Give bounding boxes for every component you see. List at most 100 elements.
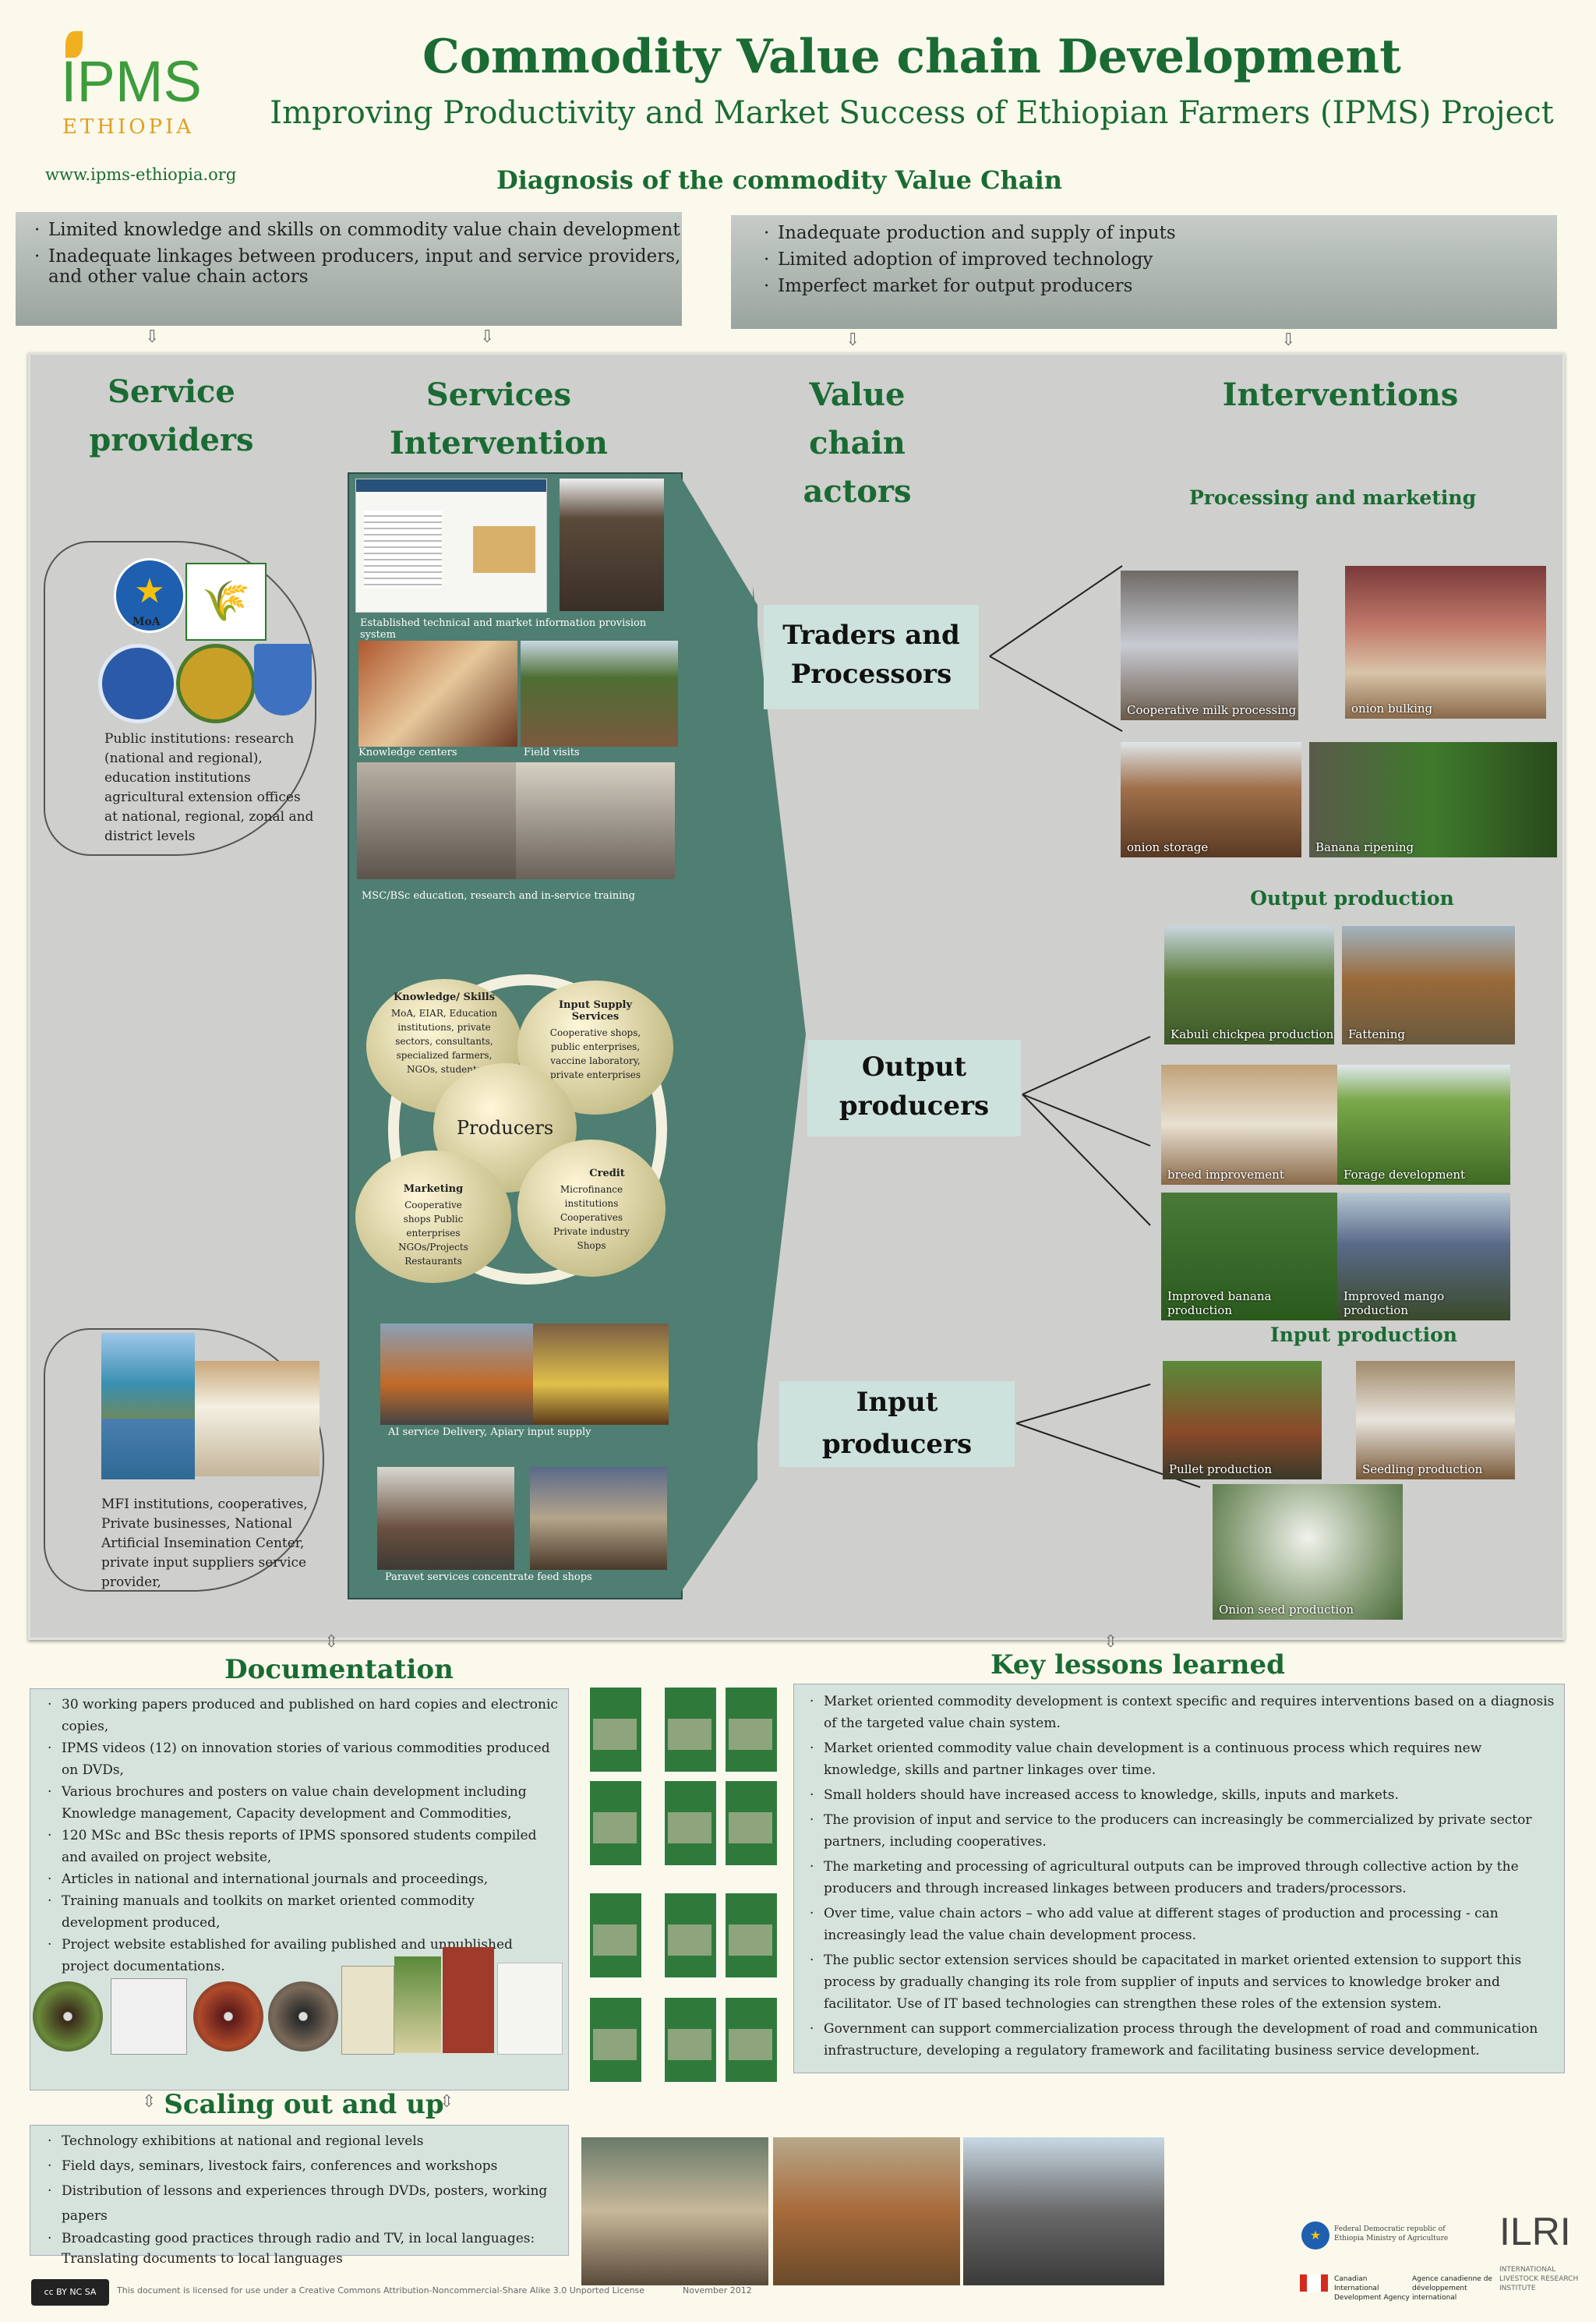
photo-website xyxy=(355,479,547,613)
university-logo xyxy=(176,644,256,723)
list-item: The provision of input and service to th… xyxy=(810,1809,1556,1853)
website-link[interactable]: www.ipms-ethiopia.org xyxy=(45,165,237,184)
caption-info-system: Established technical and market informa… xyxy=(360,617,647,641)
cida-fr-text: Agence canadienne de développement inter… xyxy=(1412,2275,1492,2302)
caption-mango: Improved mango production xyxy=(1344,1289,1445,1317)
photo-field-visit xyxy=(521,641,680,747)
caption-milk: Cooperative milk processing xyxy=(1127,703,1297,717)
list-item: The public sector extension services sho… xyxy=(810,1949,1556,2015)
logo-leaf-icon xyxy=(65,31,83,58)
list-item: Inadequate linkages between producers, i… xyxy=(34,246,682,287)
list-item: Project website established for availing… xyxy=(48,1934,562,1977)
working-paper-thumb xyxy=(725,1893,778,1978)
dvd-strip xyxy=(33,1947,563,2056)
caption-knowledge-centers: Knowledge centers xyxy=(358,747,457,758)
working-paper-thumb xyxy=(725,1997,778,2083)
working-paper-thumb xyxy=(664,1997,717,2083)
photo-mfi-building xyxy=(101,1333,195,1419)
lessons-title: Key lessons learned xyxy=(990,1649,1285,1681)
list-item: Limited adoption of improved technology xyxy=(764,249,1557,270)
bubble-input-text: Cooperative shops, public enterprises, v… xyxy=(549,1027,641,1080)
bubble-knowledge-title: Knowledge/ Skills xyxy=(393,991,496,1003)
caption-seedling: Seedling production xyxy=(1362,1462,1483,1476)
page-subtitle: Improving Productivity and Market Succes… xyxy=(270,95,1554,131)
bubble-credit-title: Credit xyxy=(589,1168,625,1179)
list-item: Distribution of lessons and experiences … xyxy=(48,2179,562,2228)
cc-license-badge[interactable]: cc BY NC SA xyxy=(31,2279,109,2306)
public-providers-bracket xyxy=(44,541,316,856)
big-arrow-shape xyxy=(678,472,806,1596)
list-item: Broadcasting good practices through radi… xyxy=(48,2228,562,2269)
caption-field-visits: Field visits xyxy=(524,747,580,758)
col-service-providers: Service providers xyxy=(89,373,254,458)
caption-education: MSC/BSc education, research and in-servi… xyxy=(362,890,635,902)
photo-seedling: Seedling production xyxy=(1356,1361,1515,1479)
ilri-logo: ILRI xyxy=(1499,2210,1571,2253)
eiar-logo: 🌾 xyxy=(185,563,267,641)
caption-banana-ripening: Banana ripening xyxy=(1315,840,1414,854)
working-paper-thumb xyxy=(725,1687,778,1772)
actor-output-label: Output producers xyxy=(839,1051,990,1122)
photo-banana-production: Improved banana production xyxy=(1161,1193,1337,1320)
bubble-producers-title: Producers xyxy=(456,1117,554,1139)
caption-forage: Forage development xyxy=(1344,1168,1466,1182)
scaling-title: Scaling out and up xyxy=(164,2089,444,2120)
ethiopia-moa-logo: ★ xyxy=(1301,2221,1329,2250)
public-providers-text: Public institutions: research (national … xyxy=(104,731,314,844)
updown-arrow-icon: ⇳ xyxy=(324,1632,339,1652)
list-item: Limited knowledge and skills on commodit… xyxy=(34,220,682,240)
ipms-logo: IPMS ETHIOPIA xyxy=(55,31,203,148)
list-item: Field days, seminars, livestock fairs, c… xyxy=(48,2154,562,2179)
processing-title: Processing and marketing xyxy=(1188,486,1477,509)
scaling-box: Technology exhibitions at national and r… xyxy=(30,2125,569,2267)
documentation-box: 30 working papers produced and published… xyxy=(30,1688,569,2091)
bubble-input-title: Input Supply Services xyxy=(558,999,633,1023)
actor-input-label: Input producers xyxy=(821,1387,973,1460)
caption-breed: breed improvement xyxy=(1167,1168,1284,1182)
caption-ai-delivery: AI service Delivery, Apiary input supply xyxy=(388,1426,591,1438)
list-item: Imperfect market for output producers xyxy=(764,276,1557,296)
photo-banana-ripening: Banana ripening xyxy=(1309,742,1557,857)
list-item: IPMS videos (12) on innovation stories o… xyxy=(48,1737,562,1781)
photo-info-board xyxy=(560,479,664,611)
date-text: November 2012 xyxy=(683,2285,752,2295)
photo-forage: Forage development xyxy=(1337,1065,1510,1185)
working-paper-thumb xyxy=(664,1893,717,1978)
photo-classroom xyxy=(357,762,516,879)
logo-sub: ETHIOPIA xyxy=(62,115,195,139)
photo-training xyxy=(516,762,675,879)
private-providers-bracket xyxy=(44,1328,324,1592)
manual-icon xyxy=(341,1966,394,2055)
list-item: Inadequate production and supply of inpu… xyxy=(764,223,1557,243)
actor-traders-label: Traders and Processors xyxy=(782,620,960,690)
cc-badge-text: cc BY NC SA xyxy=(44,2287,97,2297)
actor-output: Output producers xyxy=(807,1040,1021,1136)
updown-arrow-icon: ⇳ xyxy=(142,2092,157,2112)
diagnosis-right-box: Inadequate production and supply of inpu… xyxy=(731,215,1557,329)
caption-onion-seed: Onion seed production xyxy=(1219,1603,1354,1617)
photo-paravet xyxy=(377,1467,514,1570)
col-value-chain-actors: Value chain actors xyxy=(803,376,912,510)
dvd-icon xyxy=(33,1981,103,2052)
photo-onion-storage: onion storage xyxy=(1121,742,1301,857)
moa-logo: ★ xyxy=(114,558,185,633)
photo-conference xyxy=(773,2137,960,2285)
bubble-marketing-title: Marketing xyxy=(403,1183,464,1195)
poster-icon xyxy=(394,1956,441,2053)
haramaya-logo xyxy=(98,644,178,723)
list-item: Market oriented commodity value chain de… xyxy=(810,1737,1556,1781)
working-paper-thumb xyxy=(589,1780,642,1866)
bubble-marketing: Marketing Cooperative shops Public enter… xyxy=(355,1150,511,1283)
caption-fattening: Fattening xyxy=(1348,1027,1405,1041)
book-icon xyxy=(443,1947,494,2053)
list-item: Market oriented commodity development is… xyxy=(810,1691,1556,1734)
list-item: Government can support commercialization… xyxy=(810,2018,1556,2062)
bubble-marketing-text: Cooperative shops Public enterprises NGO… xyxy=(398,1200,468,1267)
caption-paravet: Paravet services concentrate feed shops xyxy=(385,1571,592,1583)
list-item: 30 working papers produced and published… xyxy=(48,1694,562,1737)
photo-fattening: Fattening xyxy=(1342,926,1515,1044)
working-paper-thumb xyxy=(589,1893,642,1978)
canada-flag-icon xyxy=(1300,2274,1328,2292)
bubble-knowledge-text: MoA, EIAR, Education institutions, priva… xyxy=(390,1008,498,1075)
updown-arrow-icon: ⇳ xyxy=(440,2092,454,2112)
